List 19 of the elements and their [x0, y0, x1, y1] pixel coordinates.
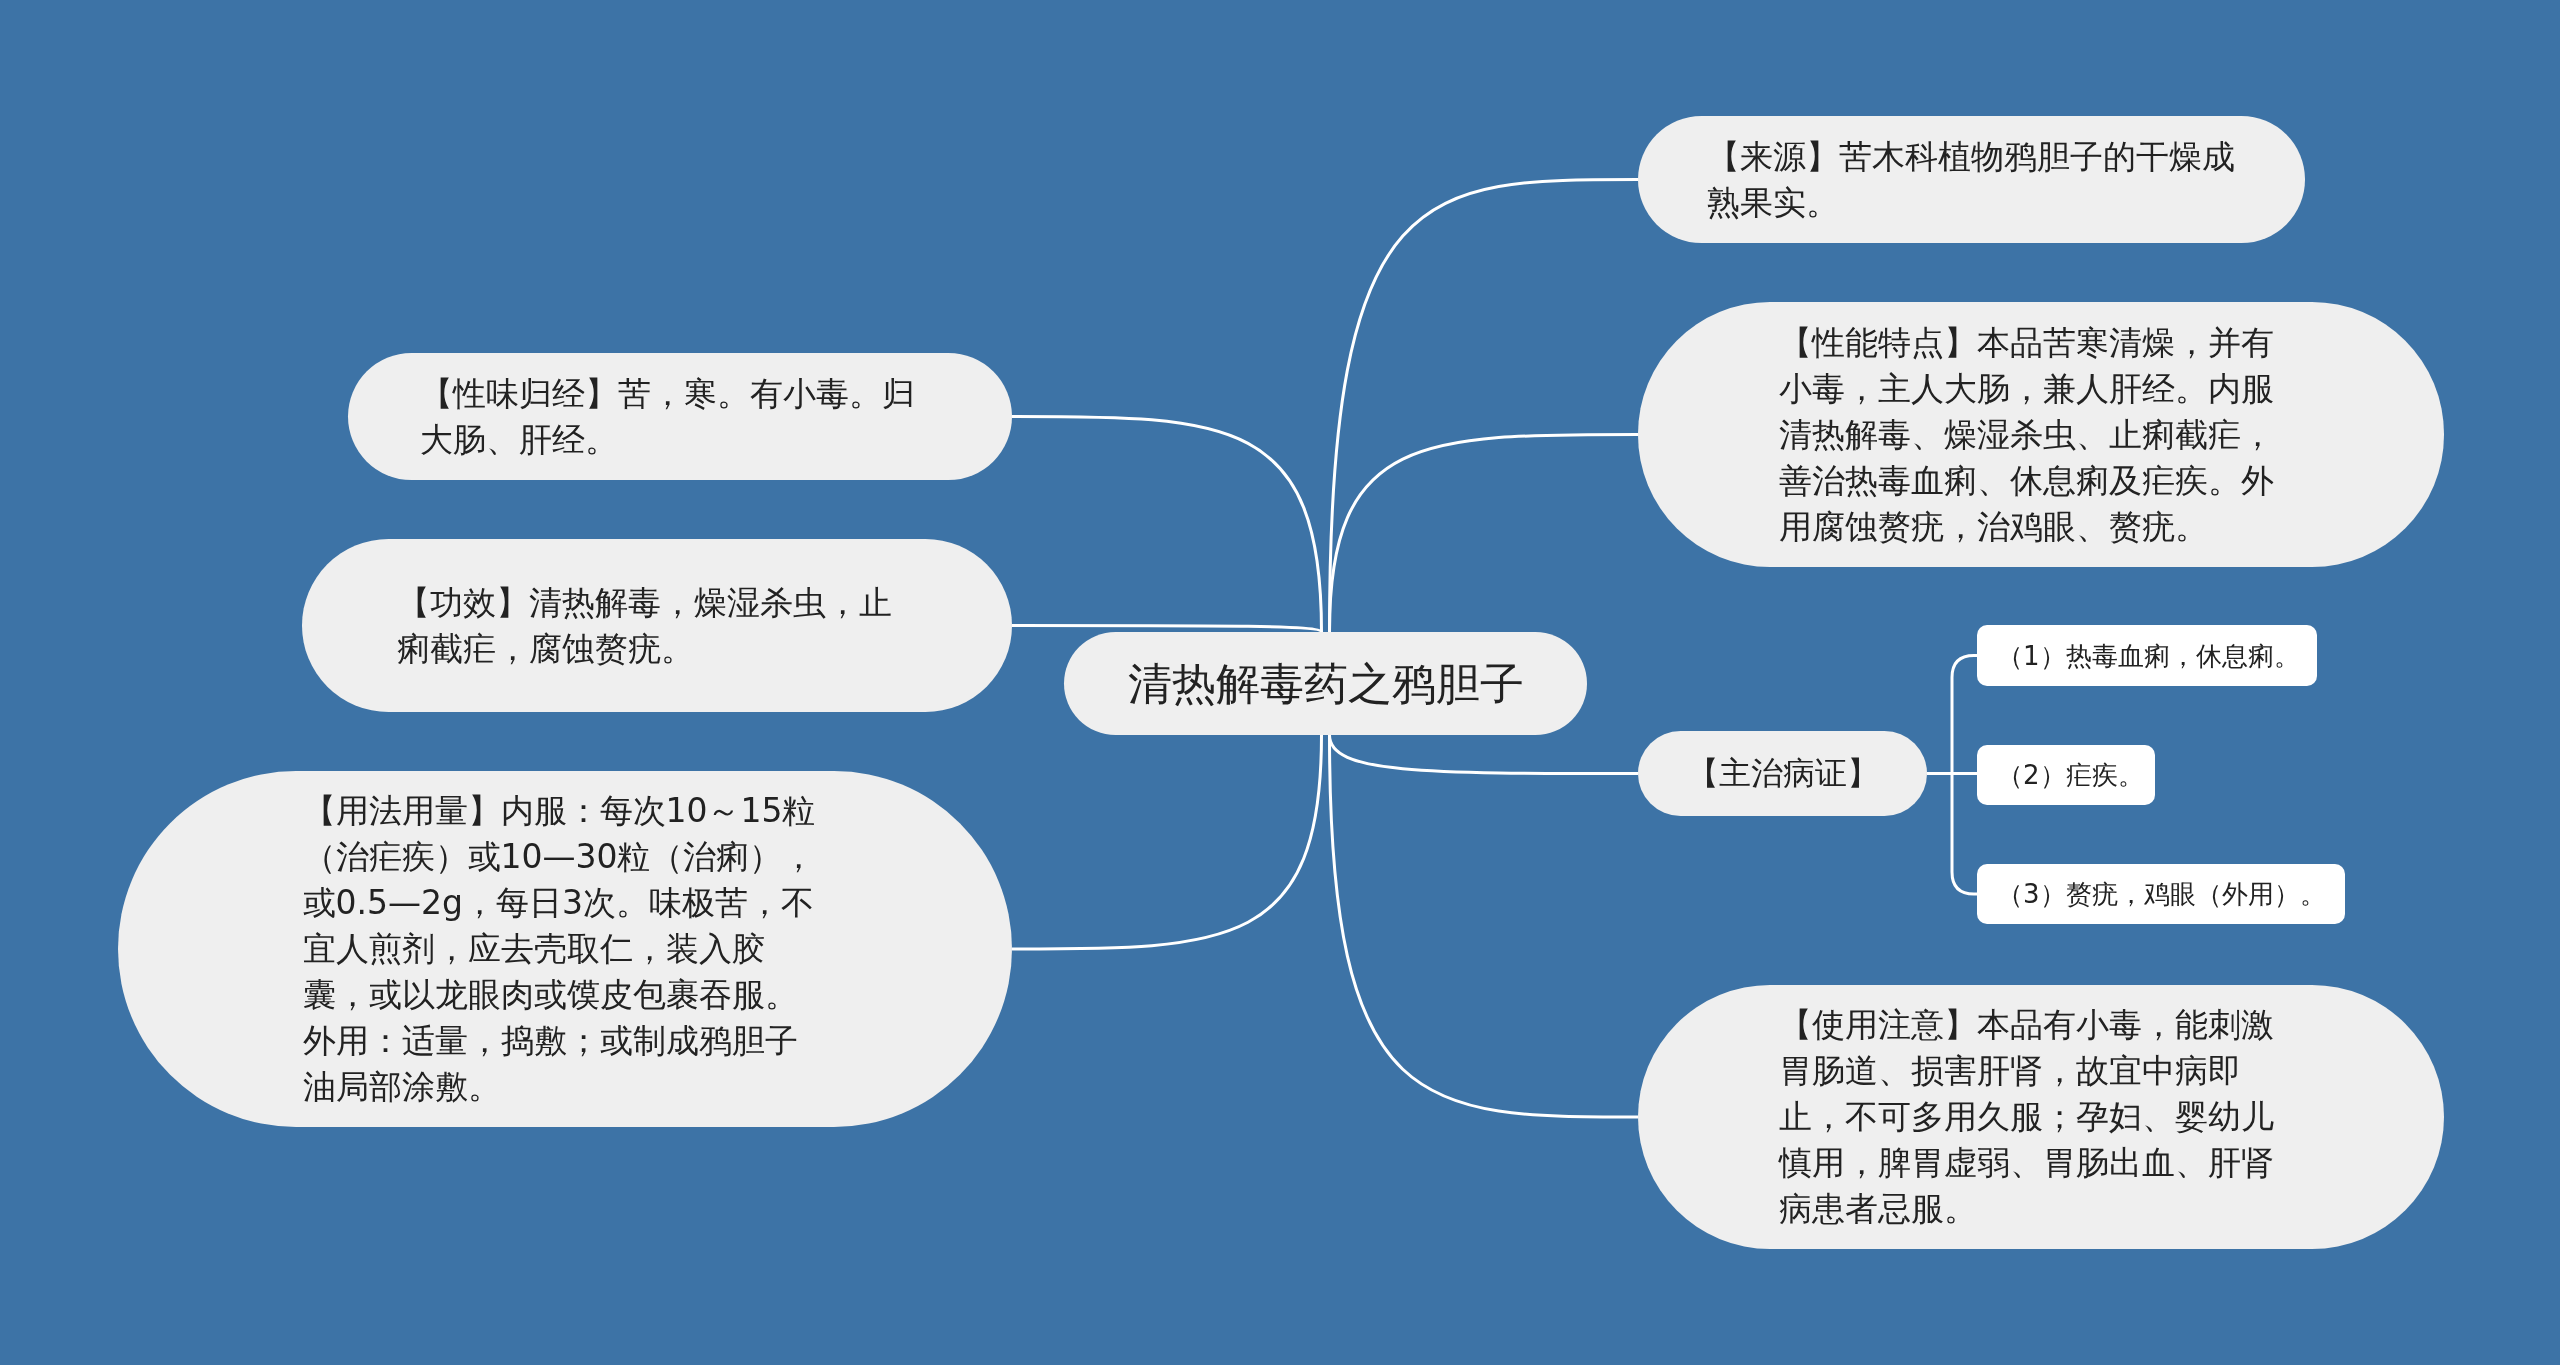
topic-text: 【用法用量】内服：每次10～15粒（治疟疾）或10—30粒（治痢），或0.5—2g，每日3次。味极苦，不宜人煎剂，应去壳取仁，装入胶囊，或以龙眼肉或馍皮包裹吞服。外用：适量，捣敷；或制成鸦胆子油局部涂敷。 [302, 790, 817, 1108]
connector-line [1012, 624, 1323, 634]
subtopic-box [1977, 864, 2345, 924]
subtopic-text: （3）赘疣，鸡眼（外用）。 [1997, 878, 2326, 911]
central-topic-text: 清热解毒药之鸦胆子 [1127, 656, 1524, 711]
connector-line [1012, 415, 1323, 633]
subtopic-text: （2）疟疾。 [1997, 759, 2137, 792]
topic-text: 【主治病证】 [1686, 753, 1879, 794]
subtopic-text: （1）热毒血痢，休息痢。 [1997, 639, 2297, 673]
connector-line [1012, 734, 1323, 951]
subtopic-box [1977, 625, 2317, 686]
topic-text: 【来源】苦木科植物鸦胆子的干燥成熟果实。 [1706, 135, 2236, 224]
subtopic-box [1977, 745, 2155, 805]
connector-line [1328, 433, 1638, 633]
topic-text: 【性能特点】本品苦寒清燥，并有小毒，主人大肠，兼人肝经。内服清热解毒、燥湿杀虫、止痢截疟，善治热毒血痢、休息痢及疟疾。外用腐蚀赘疣，治鸡眼、赘疣。 [1778, 321, 2275, 548]
topic-text: 【功效】清热解毒，燥湿杀虫，止痢截疟，腐蚀赘疣。 [397, 581, 893, 670]
connector-line [1328, 734, 1638, 1119]
topic-text: 【性味归经】苦，寒。有小毒。归大肠、肝经。 [420, 372, 916, 461]
topic-text: 【使用注意】本品有小毒，能刺激胃肠道、损害肝肾，故宜中病即止，不可多用久服；孕妇、婴幼儿慎用，脾胃虚弱、胃肠出血、肝肾病患者忌服。 [1778, 1004, 2275, 1230]
